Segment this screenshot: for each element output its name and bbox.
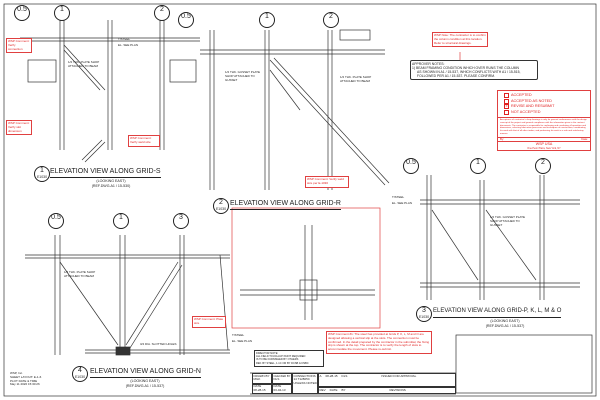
stamp-option-label: NOT ACCEPTED xyxy=(511,109,541,114)
plot-label: PLOT DATE & TIME xyxy=(10,378,38,383)
grid-bubble: 1 xyxy=(54,5,70,21)
callout-el: EL. SEE PLAN xyxy=(118,43,139,47)
stamp-option-not-accepted[interactable]: NOT ACCEPTED xyxy=(504,110,584,116)
view-4-linework xyxy=(25,235,230,356)
director-note-heading: DIRECTOR NOTE: xyxy=(256,352,279,355)
callout-plate: 1/2 THK. PLATE SHOP ATTACHED TO BEAM xyxy=(64,270,96,278)
wsp-note-top: WSP Note: The contractor is to confirm t… xyxy=(432,32,488,48)
rev-number: A xyxy=(319,373,322,378)
desc-col: REVISIONS xyxy=(389,387,406,392)
callout-tos: T/STEEL xyxy=(118,37,131,41)
checkbox[interactable] xyxy=(504,98,509,104)
wsp-comment: WSP Comment: Verify weld size xyxy=(128,135,160,147)
plot-date: May 11 2020 15:30:26 xyxy=(10,382,40,387)
stamp-by: By: xyxy=(500,136,505,141)
drawing-frame xyxy=(3,3,597,397)
stamp-option-label: ACCEPTED AS NOTED xyxy=(511,98,552,103)
rev-description: ISSUED FOR APPROVAL xyxy=(381,373,417,378)
grid-bubble: 2 xyxy=(535,158,551,174)
rev-date: 08-28-15 xyxy=(325,373,338,378)
rev-col: REV xyxy=(319,387,326,392)
wsp-comment: WSP Comment: Verify weld size per E-1030 xyxy=(305,176,349,188)
grid-bubble: 2 xyxy=(154,5,170,21)
grid-bubble: 0.5 xyxy=(403,158,419,174)
director-note-line: REF. BY STEEL, 1.1C OR BY DCSB & DSBC xyxy=(256,361,309,365)
callout-el: EL. SEE PLAN xyxy=(392,201,413,205)
callout-gusset: 1/2 THK. GUSSET PLATE SHOP ATTACHED TO G… xyxy=(490,215,526,227)
date-col: DATE xyxy=(329,387,338,392)
rev-by: DLS xyxy=(341,373,348,378)
callout-plate: 1/2 THK. PLATE SHOP ATTACHED TO BEAM xyxy=(68,60,100,68)
callout-plate: 1/2 THK. PLATE SHOP ATTACHED TO BEAM xyxy=(340,75,372,83)
revision-header: REV DATE BY REVISIONS xyxy=(318,387,456,394)
view-3-reference: (REF.DWG.A1 / 15-537) xyxy=(485,324,525,328)
grid-bubble: 2 xyxy=(323,12,339,28)
view-4-title: ELEVATION VIEW ALONG GRID-N xyxy=(90,366,201,378)
view-3-title: ELEVATION VIEW ALONG GRID-P, K, L, M & O xyxy=(433,306,562,318)
callout-gusset: 1/2 THK. GUSSET PLATE SHOP ATTACHED TO G… xyxy=(225,70,261,82)
approver-note-line: 1) BEAM FRAMING CONDITION WHICH OVER RUN… xyxy=(412,66,519,70)
stamp-address: One Penn Plaza, New York, NY xyxy=(527,146,561,150)
wsp-comment: WSP Comment: Verify slot dimension xyxy=(6,120,32,136)
red-detail-box xyxy=(231,207,381,329)
grid-bubble: 1 xyxy=(470,158,486,174)
approver-notes-heading: APPROVER NOTES: xyxy=(412,62,445,66)
stamp-option-label: ACCEPTED xyxy=(511,93,532,97)
view-4-direction: (LOOKING EAST) xyxy=(130,379,160,383)
stamp-body: Acceptance of contractor's shop drawings… xyxy=(498,117,590,137)
grid-bubble: 1 xyxy=(113,213,129,229)
wsp-comment: WSP Comment: Verify connection xyxy=(6,38,32,54)
director-note-line: IS TO BE FURNISHED BY OTHERS xyxy=(256,358,299,362)
grid-bubble: 1 xyxy=(259,12,275,28)
grid-bubble: 0.5 xyxy=(14,5,30,21)
callout-tos: T/STEEL xyxy=(392,195,405,199)
revision-row: A 08-28-15 DLS ISSUED FOR APPROVAL xyxy=(318,373,456,387)
wsp-comment-bottom: WSP Comment #1: The steel has provided a… xyxy=(326,331,432,354)
plot-layout: SHEET LAYOUT: E-1-6 xyxy=(10,374,42,379)
callout-el: EL. SEE PLAN xyxy=(232,339,253,343)
stamp-date: Date: xyxy=(581,136,588,141)
checkbox-checked[interactable]: ✕ xyxy=(504,104,509,110)
approver-note-line: FOLLOWED PER A1 / 15-537. PLEASE CONFIRM… xyxy=(417,74,496,78)
plot-company: WSP, Inc. xyxy=(10,371,23,375)
view-1-linework xyxy=(20,20,200,163)
view-1-reference: (REF.DWG.A1 / 15-530) xyxy=(91,184,131,188)
stamp-option-accepted[interactable]: ACCEPTED xyxy=(504,93,584,99)
by-col: BY xyxy=(341,387,346,392)
approver-note-line: AS SHOWN IN A1 / 15-537, WHICH CONFLICTS… xyxy=(417,70,521,74)
director-note: DIRECTOR NOTE: ALL FIELD TOUCH-UP PAINT … xyxy=(254,350,324,367)
view-1-direction: (LOOKING EAST) xyxy=(96,179,126,183)
view-3-direction: (LOOKING EAST) xyxy=(490,319,520,323)
stamp-option-accepted-as-noted[interactable]: ACCEPTED AS NOTED xyxy=(504,99,584,105)
grid-bubble: 0.5 xyxy=(48,213,64,229)
stamp-company: WSP USA xyxy=(535,142,553,147)
director-note-line: ALL FIELD TOUCH-UP PAINT REQUIRED xyxy=(256,355,306,359)
view-2-linework xyxy=(200,29,390,190)
checkbox[interactable] xyxy=(504,93,509,99)
grid-bubble: 0.5 xyxy=(178,12,194,28)
view-3-linework xyxy=(420,175,580,300)
stamp-option-revise-resubmit[interactable]: ✕REVISE AND RESUBMIT xyxy=(504,104,584,110)
view-2-title: ELEVATION VIEW ALONG GRID-R xyxy=(230,198,341,210)
stamp-option-label: REVISE AND RESUBMIT xyxy=(511,104,555,108)
checkbox[interactable] xyxy=(504,109,509,115)
view-1-title: ELEVATION VIEW ALONG GRID-S xyxy=(50,166,161,178)
approver-notes: APPROVER NOTES: 1) BEAM FRAMING CONDITIO… xyxy=(410,60,538,80)
callout-slot: 3/4 DIA. SLOTTED HOLES xyxy=(140,342,177,346)
review-stamp: ACCEPTED ACCEPTED AS NOTED ✕REVISE AND R… xyxy=(497,90,591,151)
callout-tos: T/STEEL xyxy=(232,333,245,337)
grid-bubble: 3 xyxy=(173,213,189,229)
view-4-reference: (REF.DWG.A1 / 15-537) xyxy=(125,384,165,388)
plot-info: WSP, Inc. SHEET LAYOUT: E-1-6 PLOT DATE … xyxy=(10,371,42,387)
wsp-comment-grid-n: WSP Comment: Plate size xyxy=(192,316,226,328)
